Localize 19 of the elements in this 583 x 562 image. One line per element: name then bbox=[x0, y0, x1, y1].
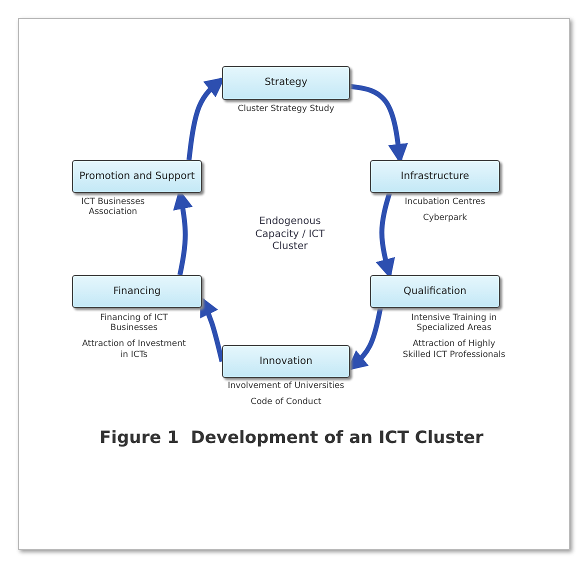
stage-box: Infrastructure bbox=[370, 160, 500, 193]
stage-note: Involvement of Universities bbox=[226, 381, 346, 392]
cycle-arrow bbox=[200, 296, 224, 362]
stage-box: Promotion and Support bbox=[72, 160, 202, 193]
stage-note: Attraction of Highly Skilled ICT Professionals bbox=[402, 339, 506, 360]
stage-note: Cyberpark bbox=[422, 213, 468, 224]
stage-box: Strategy bbox=[222, 66, 350, 100]
stage-note: Incubation Centres bbox=[404, 197, 486, 208]
stage-note: Financing of ICT Businesses bbox=[99, 313, 169, 334]
stage-note: Code of Conduct bbox=[250, 397, 322, 408]
stage-note: Intensive Training in Specialized Areas bbox=[410, 313, 498, 334]
stage-note: Attraction of Investment in ICTs bbox=[82, 339, 186, 360]
stage-box: Qualification bbox=[370, 275, 500, 308]
stage-note: ICT Businesses Association bbox=[80, 197, 146, 218]
stage-box: Innovation bbox=[222, 345, 350, 378]
figure-caption: Figure 1 Development of an ICT Cluster bbox=[98, 428, 484, 448]
stage-box: Financing bbox=[72, 275, 202, 308]
stage-note: Cluster Strategy Study bbox=[236, 104, 336, 114]
center-label: Endogenous Capacity / ICT Cluster bbox=[254, 216, 326, 254]
